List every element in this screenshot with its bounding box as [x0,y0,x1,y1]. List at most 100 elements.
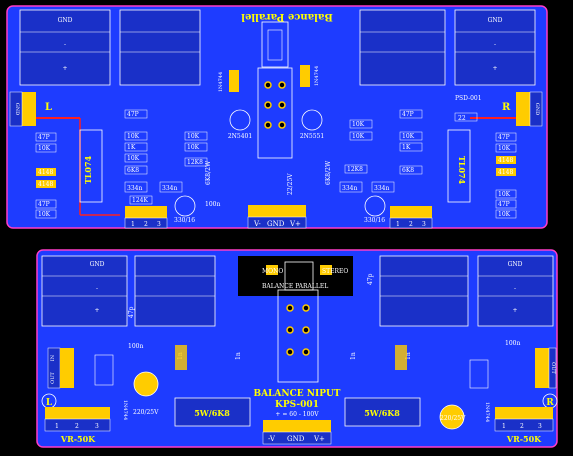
svg-text:OUT: OUT [550,362,556,374]
top-right-resistor-group: 10K 10K 47P 10K 1K 6K8 12K8 334n 334n 22 [339,109,478,193]
svg-text:2N5401: 2N5401 [228,133,252,140]
svg-text:10K: 10K [127,155,140,162]
svg-text:6K8: 6K8 [127,167,139,174]
top-left-resistor-group: 47P 10K 1K 10K 6K8 10K 10K 12K8 334n 334… [124,109,220,208]
svg-text:-: - [64,41,66,48]
svg-text:3: 3 [157,221,161,228]
svg-text:47P: 47P [402,111,414,118]
bottom-cap-right [439,404,465,430]
svg-text:GND: GND [534,103,540,115]
top-transistor-right: 2N5551 [300,109,324,140]
top-left-side-label: L [45,102,52,113]
svg-text:2: 2 [520,423,524,430]
top-left-out-block [22,92,36,126]
top-right-resistor-column: 47P 10K 4148 4148 10K 47P 10K [495,132,517,219]
svg-text:6K8/2W: 6K8/2W [325,160,332,185]
svg-text:1N4744: 1N4744 [484,402,490,422]
svg-text:4148: 4148 [38,181,53,188]
svg-text:1n: 1n [235,352,242,360]
svg-text:10K: 10K [498,211,511,218]
svg-text:VR-50K: VR-50K [506,434,542,444]
svg-text:47P: 47P [38,201,50,208]
svg-text:6K8/2W: 6K8/2W [205,160,212,185]
bottom-switch-area: MONO STEREO BALANCE PARALLEL [238,256,353,383]
svg-text:100n: 100n [505,340,520,347]
svg-text:1N4744: 1N4744 [218,72,224,92]
bottom-left-vr-terminal: 1 2 3 VR-50K [44,407,111,444]
bottom-board: GND - + GND - + MONO STEREO [36,249,558,448]
svg-text:100n: 100n [205,201,220,208]
svg-text:4148: 4148 [498,169,513,176]
svg-text:V+: V+ [313,435,325,443]
svg-text:GND: GND [287,435,305,443]
top-transistor-left: 2N5401 [228,109,252,140]
top-ic-left [79,129,103,203]
svg-text:2: 2 [409,221,413,228]
top-left-pot: GND - + [19,9,111,86]
svg-text:TL074: TL074 [457,156,467,185]
svg-text:1n: 1n [350,352,357,360]
svg-text:TL074: TL074 [83,155,93,184]
top-board-title: Balance Parallel [241,11,333,22]
svg-text:330/16: 330/16 [174,217,195,224]
bottom-right-pot: GND - + [477,255,554,327]
bottom-right-pot-2 [379,255,469,327]
top-cap-right [364,195,386,217]
svg-text:22/25V: 22/25V [287,173,294,195]
svg-text:IN: IN [50,354,56,361]
svg-text:-: - [514,285,516,292]
svg-text:+: + [512,307,517,314]
svg-text:10K: 10K [352,121,365,128]
bottom-board-title: BALANCE NIPUT [253,389,340,399]
top-ic-right [447,129,471,203]
top-power-terminal: V- GND V+ [247,205,307,229]
svg-text:220/25V: 220/25V [133,409,159,416]
svg-text:+: + [492,65,497,72]
svg-text:1N4744: 1N4744 [314,66,320,86]
svg-text:12K8: 12K8 [347,166,363,173]
svg-text:100n: 100n [128,343,143,350]
svg-text:3: 3 [95,423,99,430]
svg-text:10K: 10K [352,133,365,140]
svg-text:GND: GND [90,261,105,268]
svg-text:5W/6K8: 5W/6K8 [194,408,230,418]
svg-text:V+: V+ [289,220,301,228]
svg-text:330/16: 330/16 [364,217,385,224]
svg-text:-: - [494,41,496,48]
top-diode-right [300,65,310,87]
svg-text:220/25V: 220/25V [440,415,466,422]
top-right-input-terminal: 1 2 3 [389,206,433,229]
bottom-left-pot-2 [134,255,216,327]
svg-text:-V: -V [268,435,276,443]
svg-text:GND: GND [508,261,523,268]
bottom-right-vr-terminal: 1 2 3 VR-50K [494,407,554,444]
bottom-power-resistor-left: 5W/6K8 [174,397,251,427]
top-left-input-terminal: 1 2 3 [124,206,168,229]
svg-text:47P: 47P [127,111,139,118]
svg-text:47P: 47P [498,134,510,141]
svg-text:2: 2 [75,423,79,430]
svg-text:1K: 1K [402,144,411,151]
svg-text:OUT: OUT [50,372,56,384]
svg-text:4148: 4148 [38,169,53,176]
svg-text:VR-50K: VR-50K [60,434,96,444]
svg-text:47P: 47P [38,134,50,141]
svg-text:47P: 47P [498,201,510,208]
svg-text:10K: 10K [187,133,200,140]
svg-text:GND: GND [14,103,20,115]
top-cap-left [174,195,196,217]
svg-text:-: - [96,285,98,292]
svg-text:2: 2 [144,221,148,228]
top-board-code: PSD-001 [455,95,482,102]
svg-text:1N4744: 1N4744 [122,400,128,420]
svg-text:10K: 10K [38,145,51,152]
voltage-label: + = 60 - 100V [275,411,319,418]
svg-text:124K: 124K [132,197,148,204]
svg-text:+: + [94,307,99,314]
svg-text:10K: 10K [498,191,511,198]
svg-text:10K: 10K [127,133,140,140]
svg-text:+: + [62,65,67,72]
svg-text:6K8: 6K8 [402,167,414,174]
top-right-out-block [516,92,530,126]
